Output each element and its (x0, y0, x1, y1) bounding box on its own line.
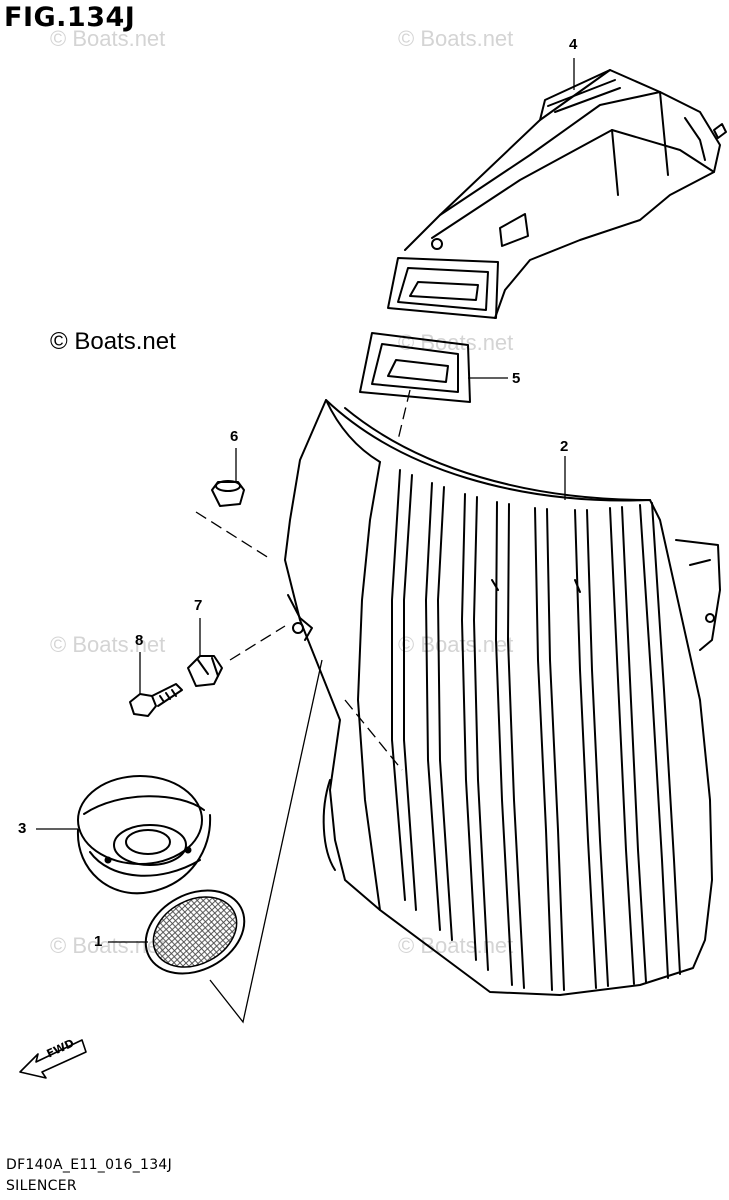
callout-6: 6 (230, 428, 239, 445)
part-4-intake-duct (387, 69, 727, 319)
part-8-bolt (129, 683, 183, 717)
callout-8: 8 (135, 632, 144, 649)
watermark-main: © Boats.net (50, 328, 176, 355)
callout-5: 5 (512, 370, 521, 387)
watermark: © Boats.net (398, 26, 514, 51)
part-3-cap (76, 775, 212, 895)
callout-4: 4 (569, 36, 578, 53)
part-7-cushion (187, 655, 223, 687)
watermark: © Boats.net (50, 632, 166, 657)
callout-2: 2 (560, 438, 569, 455)
part-6-grommet (211, 480, 245, 507)
part-2-silencer-case (284, 399, 721, 996)
callout-7: 7 (194, 597, 203, 614)
fwd-arrow-icon (19, 1039, 87, 1079)
leader-lines (36, 58, 575, 1024)
figure-title: FIG.134J (4, 2, 136, 33)
callout-3: 3 (18, 820, 27, 837)
figure-code: DF140A_E11_016_134J (6, 1157, 173, 1173)
watermark: © Boats.net (398, 632, 514, 657)
part-1-filter-mesh (144, 889, 246, 975)
callout-1: 1 (94, 933, 103, 950)
watermark: © Boats.net (50, 26, 166, 51)
figure-name: SILENCER (6, 1178, 77, 1194)
part-5-seal (359, 332, 471, 403)
